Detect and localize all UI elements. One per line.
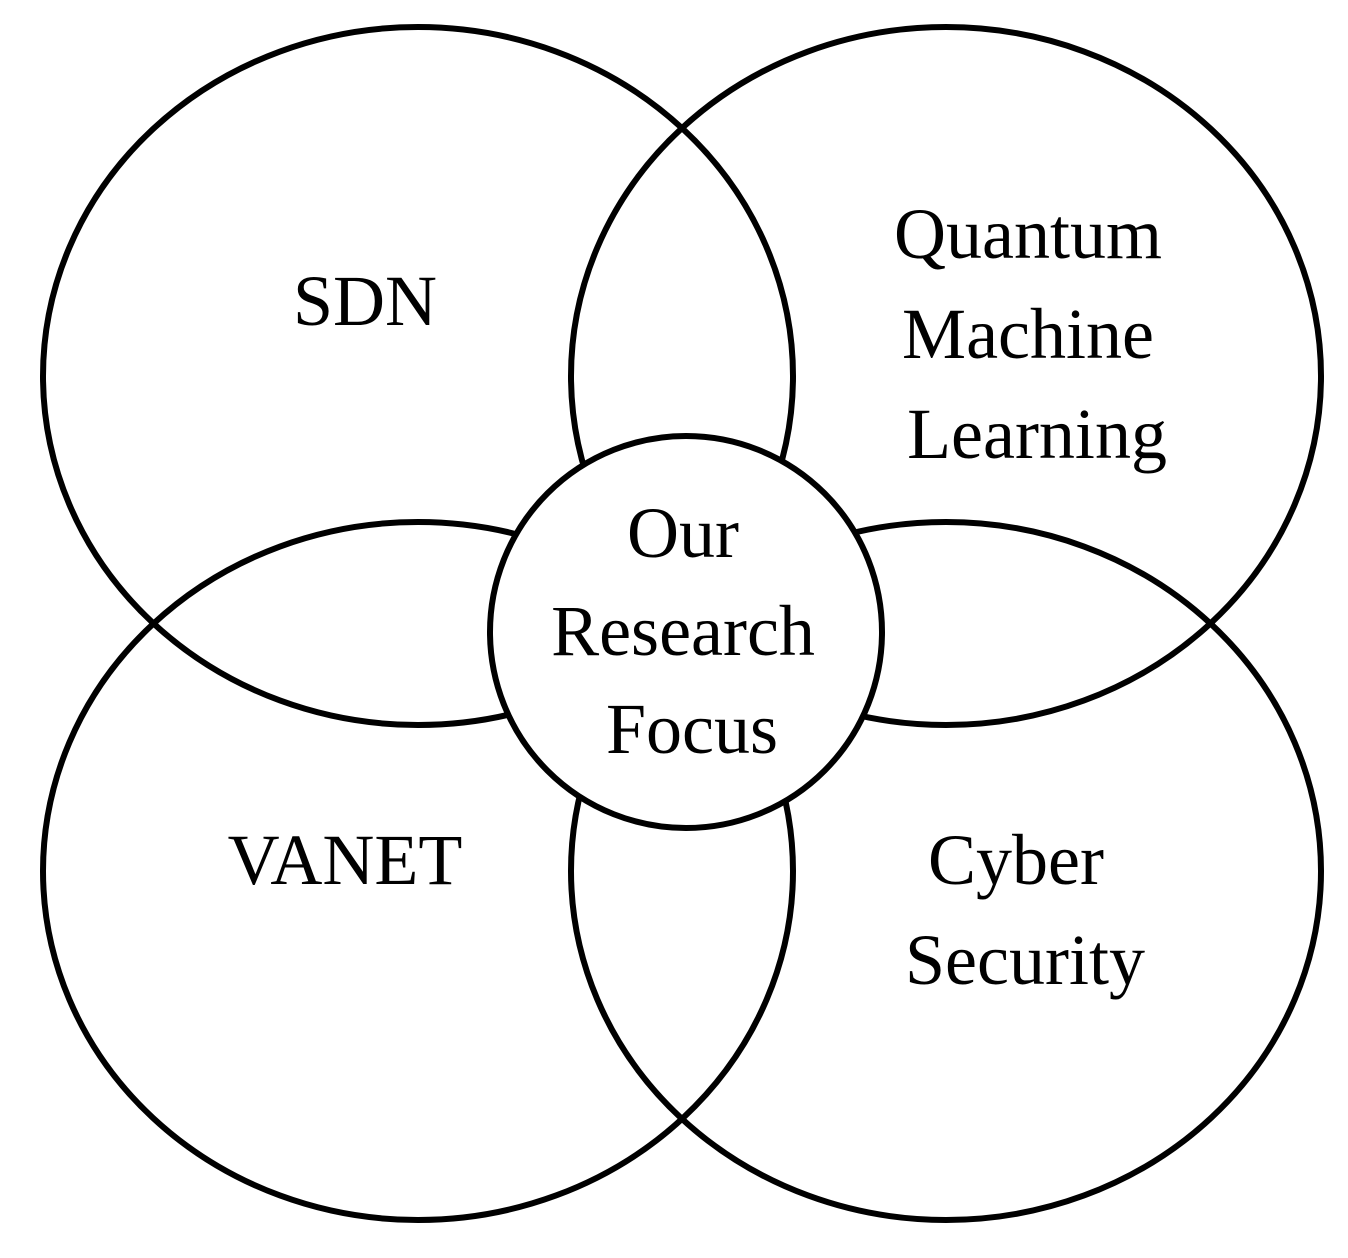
circle-quantum-machine-learning — [568, 24, 1324, 728]
label-sdn: SDN — [293, 261, 437, 341]
circle-center-focus — [487, 433, 885, 831]
circle-cyber-security — [568, 519, 1324, 1223]
label-our-research-focus: Our Research Focus — [551, 493, 833, 769]
label-cyber-security: Cyber Security — [905, 820, 1145, 1000]
circle-sdn — [40, 24, 796, 728]
circle-vanet — [40, 519, 796, 1223]
label-vanet: VANET — [228, 820, 463, 900]
label-quantum-machine-learning: Quantum Machine Learning — [894, 194, 1180, 474]
